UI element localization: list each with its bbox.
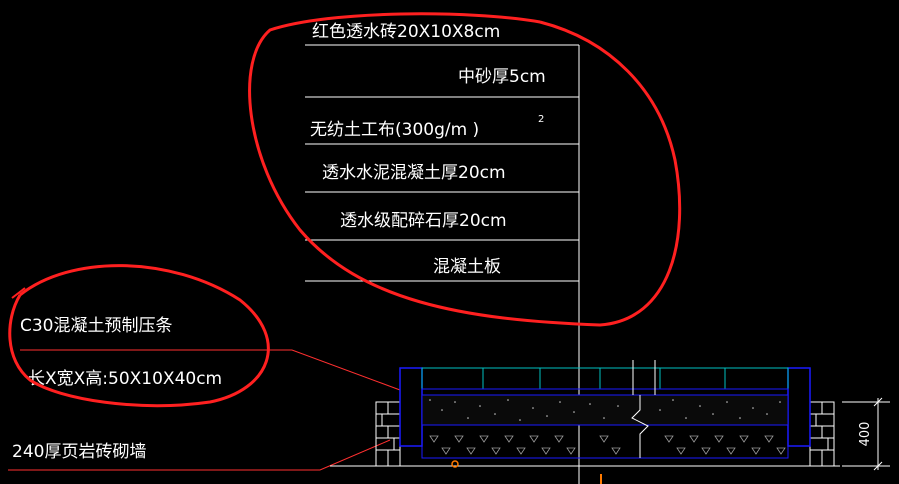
layer-label-1: 红色透水砖20X10X8cm bbox=[312, 22, 500, 42]
layer-label-6: 混凝土板 bbox=[433, 257, 501, 277]
left-curb bbox=[399, 367, 423, 447]
layer-label-3: 无纺土工布(300g/m ) bbox=[310, 120, 479, 140]
wall-label: 240厚页岩砖砌墙 bbox=[12, 442, 146, 462]
gravel-layer bbox=[421, 424, 789, 459]
leader-lines bbox=[8, 349, 401, 471]
annotation-oval-layers bbox=[248, 12, 682, 327]
dimension-400: 400 bbox=[842, 397, 890, 471]
right-brick-wall bbox=[809, 401, 835, 467]
layer-separators bbox=[305, 44, 579, 282]
right-curb bbox=[787, 367, 811, 447]
break-line bbox=[631, 395, 649, 458]
concrete-layer bbox=[421, 394, 789, 426]
curb-label-line2: 长X宽X高:50X10X40cm bbox=[28, 369, 222, 389]
layer-label-5: 透水级配碎石厚20cm bbox=[340, 211, 507, 231]
paver-row bbox=[421, 367, 789, 390]
superscript-2: 2 bbox=[538, 114, 544, 125]
annotation-oval-curb bbox=[8, 264, 270, 408]
layer-label-4: 透水水泥混凝土厚20cm bbox=[322, 163, 506, 183]
dimension-value: 400 bbox=[858, 422, 873, 447]
sand-layer bbox=[421, 388, 789, 396]
annotation-tick bbox=[11, 287, 26, 299]
curb-label-line1: C30混凝土预制压条 bbox=[20, 316, 173, 336]
layer-label-2: 中砂厚5cm bbox=[458, 67, 546, 87]
left-brick-wall bbox=[375, 401, 401, 467]
gravel-pattern bbox=[429, 435, 786, 455]
marker-orange bbox=[451, 460, 459, 468]
concrete-speckle bbox=[429, 399, 781, 421]
section-drawing bbox=[330, 360, 840, 484]
